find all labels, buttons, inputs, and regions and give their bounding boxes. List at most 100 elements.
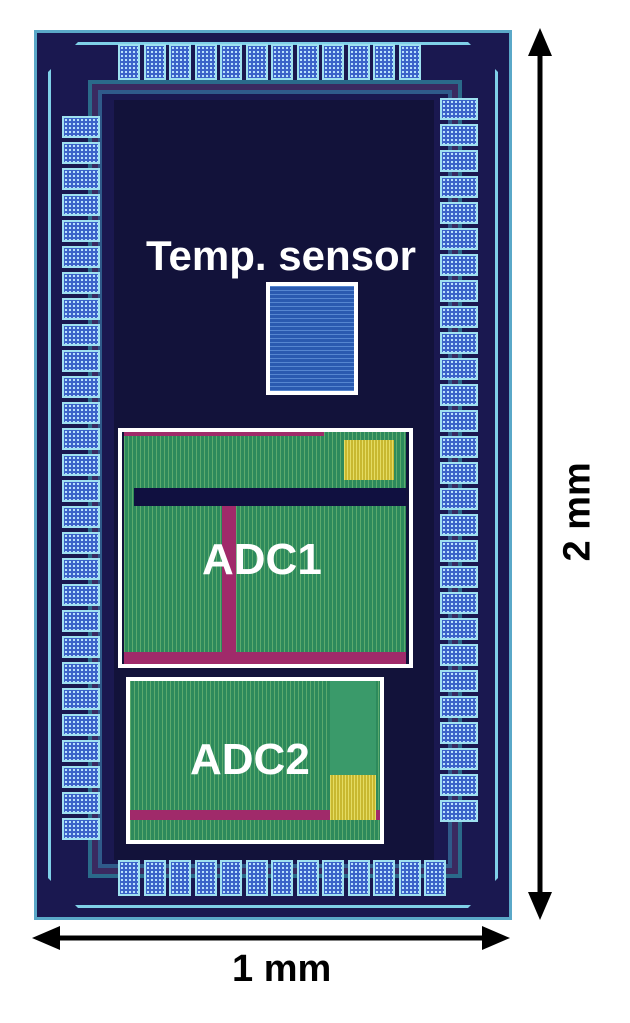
- bond-pad: [440, 358, 478, 380]
- bond-pad: [398, 860, 421, 896]
- bond-pad: [62, 220, 100, 242]
- bond-pad: [440, 462, 478, 484]
- bond-pad: [322, 860, 344, 896]
- bond-pad: [194, 860, 217, 896]
- bond-pad: [62, 584, 100, 606]
- bond-pad: [62, 714, 100, 736]
- bond-pad: [194, 44, 217, 80]
- bond-pad: [440, 384, 478, 406]
- bond-pad: [169, 860, 191, 896]
- bond-pad: [296, 860, 319, 896]
- bond-pad: [62, 428, 100, 450]
- bond-pad: [62, 740, 100, 762]
- bond-pad: [440, 748, 478, 770]
- bond-pad: [62, 766, 100, 788]
- bond-pad: [62, 662, 100, 684]
- bond-pad: [440, 202, 478, 224]
- bond-pad: [296, 44, 319, 80]
- adc2-bottom-trace: [130, 810, 380, 820]
- temp-sensor-circuit: [270, 285, 356, 391]
- bond-pad: [440, 488, 478, 510]
- bond-pad: [62, 610, 100, 632]
- bond-pad: [62, 402, 100, 424]
- adc2-highlight-box: [126, 677, 384, 844]
- bond-pad: [62, 454, 100, 476]
- bond-pad: [440, 644, 478, 666]
- height-dimension-label: 2 mm: [556, 462, 599, 562]
- arrow-head-up: [528, 28, 552, 56]
- bond-pad: [440, 618, 478, 640]
- chip-die: [34, 30, 512, 920]
- bond-pad: [271, 44, 293, 80]
- bond-pad: [62, 194, 100, 216]
- bond-pad: [169, 44, 191, 80]
- bond-pad: [220, 860, 242, 896]
- bond-pad: [347, 44, 370, 80]
- bond-pad: [440, 800, 478, 822]
- bond-pad: [440, 332, 478, 354]
- bond-pad: [62, 532, 100, 554]
- bond-pad: [440, 436, 478, 458]
- bond-pad: [62, 116, 100, 138]
- bond-pad: [373, 860, 395, 896]
- bond-pad: [62, 298, 100, 320]
- temp-sensor-highlight-box: [266, 282, 358, 395]
- bond-pad: [62, 142, 100, 164]
- bond-pad: [220, 44, 242, 80]
- adc1-top-trace: [124, 430, 324, 436]
- bond-pad: [398, 44, 421, 80]
- bond-pad: [245, 860, 268, 896]
- bond-pad: [440, 514, 478, 536]
- bond-pad: [62, 480, 100, 502]
- bond-pad: [440, 228, 478, 250]
- arrow-head-right: [482, 926, 510, 950]
- bond-pad: [62, 792, 100, 814]
- bond-pad: [440, 176, 478, 198]
- bond-pad: [62, 636, 100, 658]
- bond-pad: [62, 688, 100, 710]
- adc2-side-array: [330, 680, 376, 780]
- adc1-yellow-block: [344, 440, 394, 480]
- bond-pad: [373, 44, 395, 80]
- bond-pad: [440, 124, 478, 146]
- bond-pad: [440, 774, 478, 796]
- bond-pad: [245, 44, 268, 80]
- arrow-head-down: [528, 892, 552, 920]
- adc1-circuit: [124, 430, 406, 666]
- adc1-highlight-box: [118, 428, 413, 668]
- bond-pad: [440, 696, 478, 718]
- bond-pad: [440, 566, 478, 588]
- bond-pad: [424, 860, 446, 896]
- width-dimension-label: 1 mm: [232, 948, 332, 990]
- bond-pad: [440, 280, 478, 302]
- bond-pad: [440, 98, 478, 120]
- adc1-gap: [134, 488, 406, 506]
- bond-pad: [322, 44, 344, 80]
- adc2-circuit: [130, 680, 380, 840]
- bond-pad: [62, 324, 100, 346]
- bond-pad: [118, 44, 140, 80]
- bond-pad: [440, 254, 478, 276]
- bond-pad: [62, 350, 100, 372]
- bond-pad: [440, 670, 478, 692]
- adc1-label: ADC1: [202, 535, 322, 584]
- adc2-yellow-block: [330, 775, 376, 820]
- bond-pad: [62, 246, 100, 268]
- bond-pad: [440, 592, 478, 614]
- bond-pad: [62, 168, 100, 190]
- adc2-label: ADC2: [190, 735, 310, 784]
- bond-pad: [347, 860, 370, 896]
- arrow-head-left: [32, 926, 60, 950]
- bond-pad: [440, 540, 478, 562]
- bond-pad: [62, 272, 100, 294]
- bond-pad: [271, 860, 293, 896]
- bond-pad: [143, 860, 166, 896]
- bond-pad: [440, 150, 478, 172]
- bond-pad: [440, 306, 478, 328]
- bond-pad: [440, 410, 478, 432]
- bond-pad: [62, 506, 100, 528]
- bond-pad: [440, 722, 478, 744]
- bond-pad: [62, 818, 100, 840]
- bond-pad: [143, 44, 166, 80]
